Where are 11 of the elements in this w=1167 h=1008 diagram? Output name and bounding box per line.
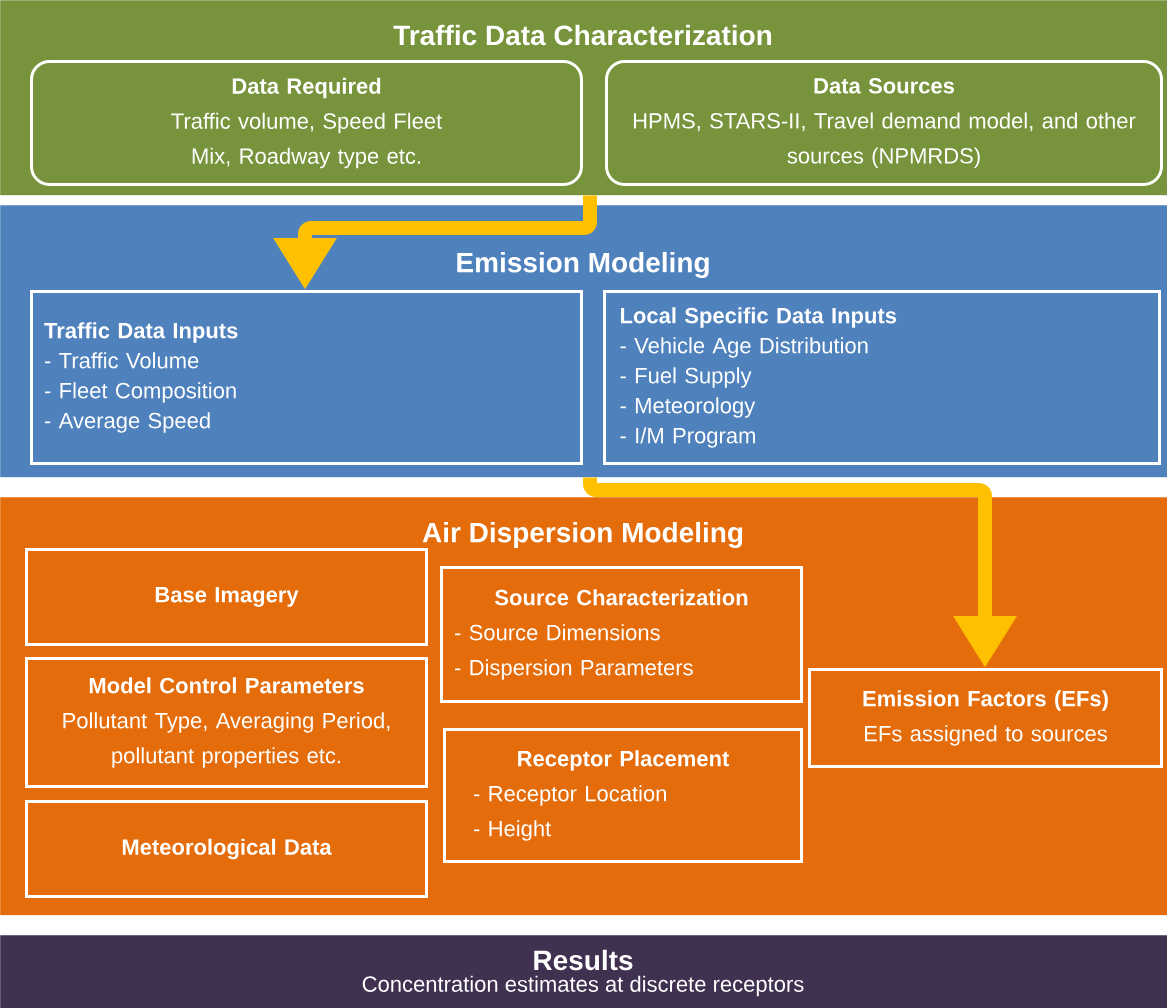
- info-box: Base Imagery: [25, 548, 428, 646]
- info-box: Meteorological Data: [25, 800, 428, 898]
- rounded-box: Data Sources HPMS, STARS-II, Travel demand model, and other sources (NPMRDS): [605, 60, 1163, 186]
- info-box: Emission Factors (EFs) EFs assigned to sources: [808, 668, 1163, 768]
- info-box: Traffic Data Inputs - Traffic Volume - Fleet Composition - Average Speed: [30, 290, 583, 465]
- info-box: Local Specific Data Inputs - Vehicle Age Distribution - Fuel Supply - Meteorology - I/M Program: [603, 290, 1161, 465]
- section-band: Results Concentration estimates at discrete receptors: [0, 935, 1167, 1008]
- info-box: Model Control Parameters Pollutant Type, Averaging Period, pollutant properties etc.: [25, 657, 428, 788]
- info-box: Receptor Placement - Receptor Location - Height: [443, 728, 803, 863]
- info-box: Source Characterization - Source Dimensions - Dispersion Parameters: [440, 566, 803, 703]
- rounded-box: Data Required Traffic volume, Speed Fleet Mix, Roadway type etc.: [30, 60, 583, 186]
